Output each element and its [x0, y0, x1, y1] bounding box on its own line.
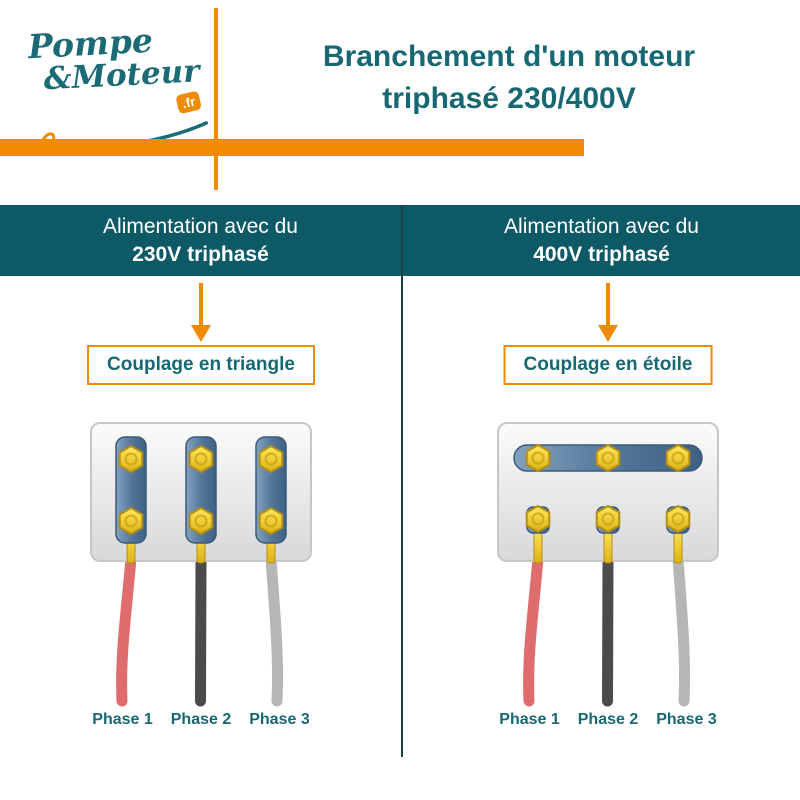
star-coupling-illustration: [497, 422, 719, 707]
down-arrow-icon: [598, 283, 618, 342]
phase-1-label: Phase 1: [92, 711, 153, 728]
phase-2-label: Phase 2: [577, 711, 639, 728]
orange-accent-bar: [0, 139, 584, 156]
logo-fr-badge: .fr: [175, 90, 203, 115]
supply-header-230v: Alimentation avec du 230V triphasé: [0, 205, 401, 276]
coupling-label-etoile: Couplage en étoile: [503, 345, 713, 385]
phase-1-label: Phase 1: [499, 711, 560, 728]
phase-2-wire: [602, 553, 614, 707]
phase-2-wire: [195, 553, 207, 707]
phase-2-label: Phase 2: [170, 711, 232, 728]
title-line-1: Branchement d'un moteur: [322, 40, 696, 73]
bottom-terminal-1: [525, 505, 551, 564]
header-vertical-divider: [214, 8, 218, 190]
terminal-column-1: [115, 436, 147, 564]
coupling-label-triangle: Couplage en triangle: [87, 345, 315, 385]
phase-3-wire: [672, 553, 691, 707]
supply-header-400v: Alimentation avec du 400V triphasé: [403, 205, 800, 276]
down-arrow-icon: [191, 283, 211, 342]
phase-3-wire: [265, 553, 284, 707]
page-title: Branchement d'un moteur triphasé 230/400…: [226, 36, 792, 120]
phase-labels-right: Phase 1 Phase 2 Phase 3: [410, 711, 800, 729]
logo: Pompe &Moteur .fr: [23, 19, 234, 150]
supply-header-230v-line1: Alimentation avec du: [103, 214, 298, 238]
phase-1-wire: [116, 553, 137, 707]
delta-coupling-illustration: [90, 422, 312, 707]
bridge-bar: [513, 444, 703, 472]
bottom-terminal-2: [595, 505, 621, 564]
title-line-2: triphasé 230/400V: [382, 82, 636, 115]
supply-header-230v-line2: 230V triphasé: [132, 242, 269, 266]
terminal-column-2: [185, 436, 217, 564]
bottom-terminal-3: [665, 505, 691, 564]
terminal-column-3: [255, 436, 287, 564]
supply-header-400v-line1: Alimentation avec du: [504, 214, 699, 238]
column-divider-line: [401, 205, 403, 757]
phase-3-label: Phase 3: [249, 711, 310, 728]
phase-3-label: Phase 3: [656, 711, 717, 728]
logo-text-moteur: &Moteur: [42, 53, 201, 98]
supply-header-400v-line2: 400V triphasé: [533, 242, 670, 266]
phase-1-wire: [523, 553, 544, 707]
phase-labels-left: Phase 1 Phase 2 Phase 3: [1, 711, 401, 729]
